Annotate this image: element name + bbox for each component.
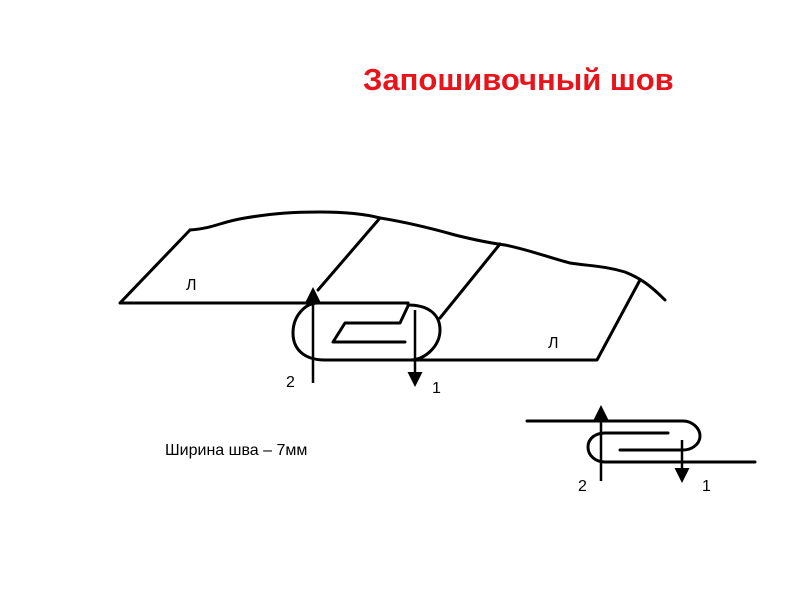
- lower-ply-edge: [323, 278, 642, 362]
- page-title: Запошивочный шов: [363, 62, 674, 97]
- seam-fold-inner: [331, 304, 410, 344]
- face-label-left: Л: [186, 277, 197, 294]
- seam-width-caption: Ширина шва – 7мм: [165, 442, 307, 459]
- small-seam-cross-section: [525, 419, 757, 464]
- fold-line-2: [438, 242, 502, 320]
- fabric-torn-edge: [188, 210, 667, 302]
- face-label-right: Л: [548, 335, 559, 352]
- small-needle-2-label: 2: [578, 478, 587, 495]
- seam-fold-outer: [291, 301, 442, 362]
- small-lower-ply: [586, 431, 757, 464]
- needle-1-label: 1: [432, 380, 441, 397]
- upper-ply-edge: [118, 228, 410, 305]
- fold-line-1: [316, 216, 382, 292]
- small-upper-ply: [525, 419, 702, 452]
- main-seam-drawing: [118, 210, 667, 362]
- needle-2-label: 2: [286, 374, 295, 391]
- small-needle-1-label: 1: [702, 478, 711, 495]
